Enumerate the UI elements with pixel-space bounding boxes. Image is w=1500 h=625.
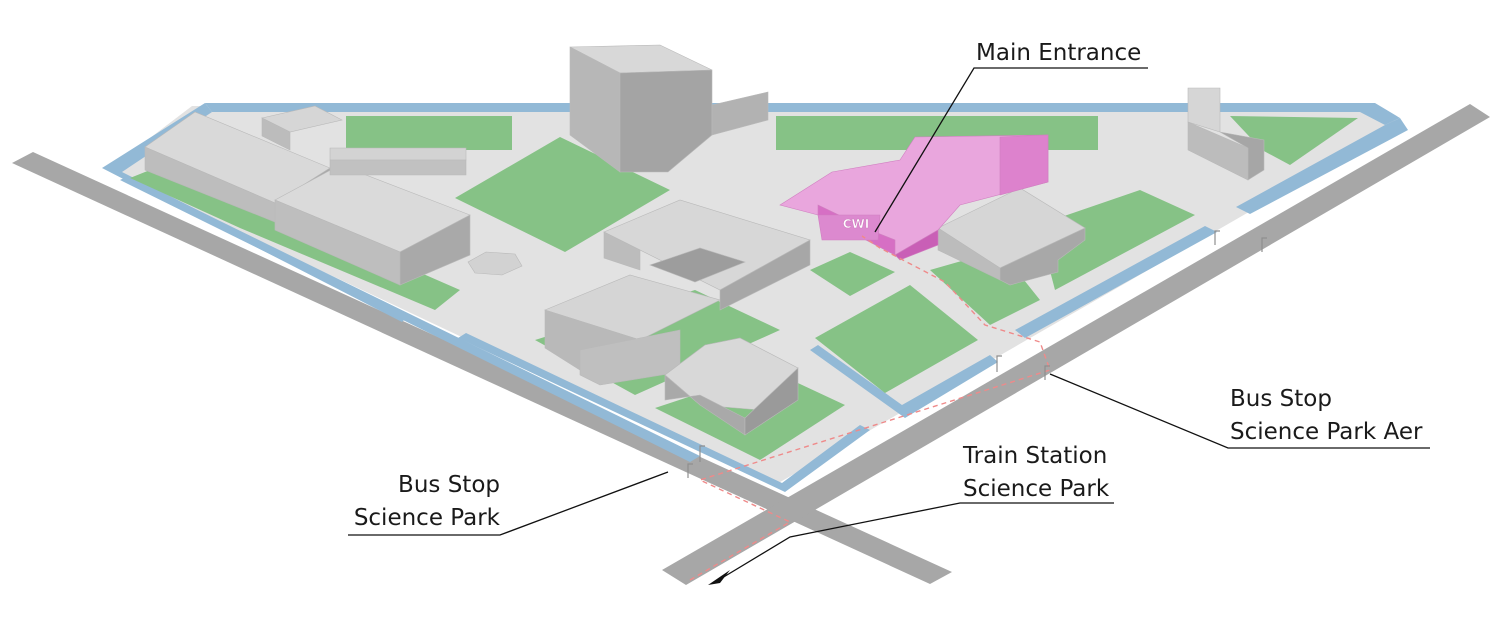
bus-stop-sign-icon	[1214, 230, 1220, 245]
leader-line-train-station	[721, 502, 1114, 579]
label-bus-stop-science-park: Bus Stop Science Park	[350, 469, 500, 535]
grass-field	[815, 285, 978, 393]
label-line: Science Park	[963, 476, 1110, 502]
building-wall	[399, 214, 471, 286]
buildings	[144, 44, 1265, 436]
leader-line-bus-stop-sp	[348, 471, 669, 536]
building-roof	[467, 251, 523, 276]
grass-field	[346, 116, 512, 150]
bus-stop-sign-icon	[687, 463, 693, 478]
building-roof	[329, 147, 467, 161]
cwi-wall	[894, 229, 939, 261]
cwi-wall	[999, 134, 1049, 196]
building-roof	[649, 247, 746, 283]
building-wall	[719, 239, 811, 311]
canal-northeast	[1236, 118, 1408, 214]
label-line: Bus Stop	[1230, 386, 1332, 412]
leader-line-main-entrance	[874, 67, 1148, 233]
bus-stop-sign-icon	[996, 355, 1002, 372]
roads	[12, 104, 1490, 585]
label-bus-stop-science-park-aer: Bus Stop Science Park Aer	[1230, 383, 1422, 449]
bus-stop-signs	[687, 230, 1267, 478]
building-sign: CWI	[843, 217, 870, 231]
label-line: Science Park Aer	[1230, 419, 1423, 445]
grass-field	[1230, 116, 1358, 165]
label-main-entrance: Main Entrance	[976, 37, 1141, 70]
cwi-entrance-canopy	[817, 214, 881, 241]
cwi-building: CWI	[779, 134, 1049, 261]
canals	[102, 103, 1408, 492]
bus-stop-sign-icon	[699, 445, 705, 462]
canal-south	[458, 333, 870, 492]
label-train-station-science-park: Train Station Science Park	[963, 440, 1109, 506]
building-wall	[261, 117, 291, 151]
label-line: Science Park	[353, 505, 500, 531]
leader-line-bus-stop-aer	[1049, 373, 1430, 449]
building-wall	[603, 231, 641, 271]
label-line: Train Station	[963, 443, 1108, 469]
canal-southeast	[810, 345, 998, 418]
building-wall	[619, 69, 713, 173]
grass-field	[1038, 190, 1195, 290]
bus-stop-sign-icon	[1044, 365, 1050, 380]
label-line: Bus Stop	[398, 472, 500, 498]
canal-north	[205, 103, 1400, 125]
building-wall	[579, 329, 681, 386]
road-west	[12, 152, 952, 584]
building-wall	[329, 159, 467, 176]
building-wall	[999, 227, 1086, 286]
leader-lines	[348, 67, 1430, 579]
building-wall	[1219, 131, 1265, 181]
building-wall	[744, 367, 799, 436]
arrow-icon	[708, 570, 730, 585]
walking-route	[689, 235, 1051, 581]
grass-field	[810, 252, 895, 296]
road-east	[662, 104, 1490, 585]
label-line: Main Entrance	[976, 40, 1142, 66]
bus-stop-sign-icon	[1261, 237, 1267, 252]
canal-southwest	[120, 176, 700, 462]
canal-east	[1015, 226, 1217, 338]
building-wall	[711, 91, 769, 136]
